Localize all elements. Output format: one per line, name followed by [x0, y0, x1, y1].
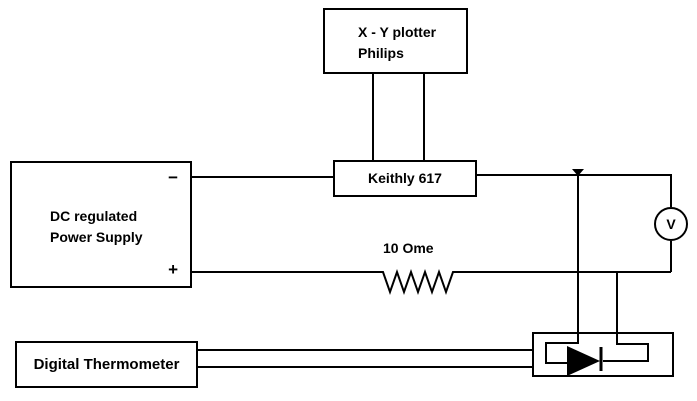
resistor-label: 10 Ome: [383, 240, 434, 256]
xy-plotter-label-line1: X - Y plotter: [358, 24, 437, 40]
positive-terminal-label: +: [168, 260, 178, 279]
power-supply-label-line2: Power Supply: [50, 229, 143, 245]
diode-triangle-icon: [567, 346, 600, 376]
wire-keithly-to-voltmeter: [477, 174, 672, 207]
digital-thermometer-label: Digital Thermometer: [33, 356, 180, 373]
junction-arrow-icon: [572, 169, 584, 176]
xy-plotter-box: X - Y plotter Philips: [323, 8, 468, 74]
negative-terminal-label: −: [168, 168, 178, 187]
wire-rail-to-cathode: [603, 272, 649, 362]
wire-positive-rail-and-resistor: [192, 268, 671, 296]
power-supply-box: DC regulated Power Supply − +: [10, 161, 192, 288]
power-supply-label-line1: DC regulated: [50, 208, 138, 224]
sample-holder-box: [532, 332, 674, 377]
wire-junction-to-anode: [545, 175, 579, 364]
digital-thermometer-box: Digital Thermometer: [15, 341, 198, 388]
keithly-617-label: Keithly 617: [368, 170, 442, 186]
keithly-617-box: Keithly 617: [333, 160, 477, 197]
voltmeter: V: [654, 207, 688, 241]
xy-plotter-label-line2: Philips: [358, 45, 404, 61]
voltmeter-label: V: [666, 216, 676, 232]
